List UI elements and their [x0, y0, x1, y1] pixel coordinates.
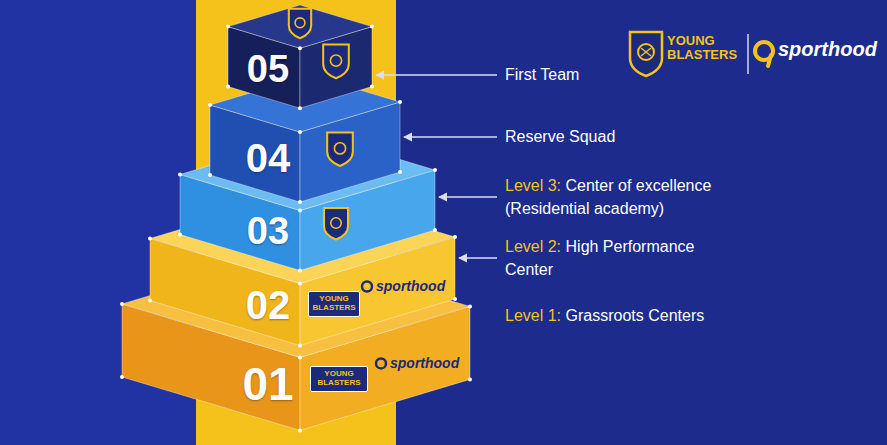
brand-badge: YOUNG BLASTERS — [308, 291, 360, 317]
crest-mark — [641, 48, 651, 56]
corner-dot — [120, 302, 124, 306]
sporthood-icon — [755, 42, 773, 66]
club-crest — [324, 208, 348, 240]
corner-dot — [298, 200, 302, 204]
tier-number: 02 — [240, 285, 296, 325]
leader-arrow — [376, 74, 497, 75]
corner-dot — [120, 375, 124, 379]
club-wordmark: YOUNG BLASTERS — [667, 34, 741, 61]
corner-dot — [298, 268, 302, 272]
level-tag: Level 2: — [505, 238, 561, 255]
crest-ball — [330, 55, 341, 66]
crest-ball — [331, 217, 342, 228]
crest-ball — [295, 18, 305, 28]
club-crest — [323, 44, 349, 78]
corner-dot — [453, 235, 457, 239]
corner-dot — [298, 46, 302, 50]
corner-dot — [370, 24, 374, 28]
brand-name: sporthood — [376, 279, 445, 293]
label-text: Grassroots Centers — [566, 307, 705, 324]
corner-dot — [370, 84, 374, 88]
crest-ball — [334, 143, 345, 154]
corner-dot — [148, 298, 152, 302]
leader-arrow — [459, 257, 497, 258]
crest-shield — [327, 132, 353, 166]
crest-ball — [638, 44, 654, 60]
corner-dot — [208, 173, 212, 177]
crest-shield — [289, 9, 311, 38]
leader-arrow — [439, 196, 497, 197]
tier-top-face — [210, 75, 400, 132]
crest-shield — [323, 44, 349, 78]
tier-number: 01 — [240, 361, 296, 407]
crest-shield — [324, 208, 348, 240]
corner-dot — [298, 343, 302, 347]
tier-top-face — [180, 134, 435, 211]
logo-divider — [747, 34, 749, 74]
tier-number: 03 — [240, 212, 296, 250]
club-crest — [289, 9, 311, 38]
level-label: Level 3:Center of excellence (Residentia… — [505, 174, 767, 220]
tier-top-face — [228, 5, 372, 48]
corner-dot — [298, 106, 302, 110]
corner-dot — [398, 170, 402, 174]
corner-dot — [298, 130, 302, 134]
level-label: Level 2:High Performance Center — [505, 235, 720, 281]
level-label: First Team — [505, 63, 705, 86]
tier-top-face — [150, 192, 455, 284]
label-text: First Team — [505, 66, 579, 83]
brand-name: sporthood — [390, 356, 459, 370]
tier-number: 04 — [240, 138, 296, 178]
corner-dot — [398, 100, 402, 104]
corner-dot — [208, 103, 212, 107]
tier-number: 05 — [240, 50, 296, 88]
pyramid-tier: 05 — [228, 5, 372, 108]
corner-dot — [468, 377, 472, 381]
brand-badge: YOUNG BLASTERS — [310, 366, 368, 392]
level-tag: Level 3: — [505, 177, 561, 194]
icon-tail — [768, 55, 771, 66]
level-label: Level 1: Grassroots Centers — [505, 304, 755, 327]
corner-dot — [298, 355, 302, 359]
club-crest — [327, 132, 353, 166]
level-label: Reserve Squad — [505, 125, 705, 148]
corner-dot — [453, 297, 457, 301]
corner-dot — [178, 172, 182, 176]
corner-dot — [226, 24, 230, 28]
leader-arrow — [404, 136, 497, 137]
sporthood-icon — [376, 358, 386, 368]
sporthood-icon — [362, 281, 372, 291]
corner-dot — [226, 84, 230, 88]
corner-dot — [148, 236, 152, 240]
corner-dot — [433, 228, 437, 232]
corner-dot — [298, 281, 302, 285]
crest-shield — [630, 32, 662, 76]
tier-top-face — [122, 253, 470, 357]
label-text: Reserve Squad — [505, 128, 615, 145]
club-crest — [630, 32, 662, 76]
corner-dot — [298, 428, 302, 432]
corner-dot — [433, 168, 437, 172]
brand-wordmark: sporthood — [778, 39, 878, 60]
corner-dot — [468, 304, 472, 308]
level-tag: Level 1: — [505, 307, 561, 324]
corner-dot — [178, 232, 182, 236]
corner-dot — [298, 208, 302, 212]
